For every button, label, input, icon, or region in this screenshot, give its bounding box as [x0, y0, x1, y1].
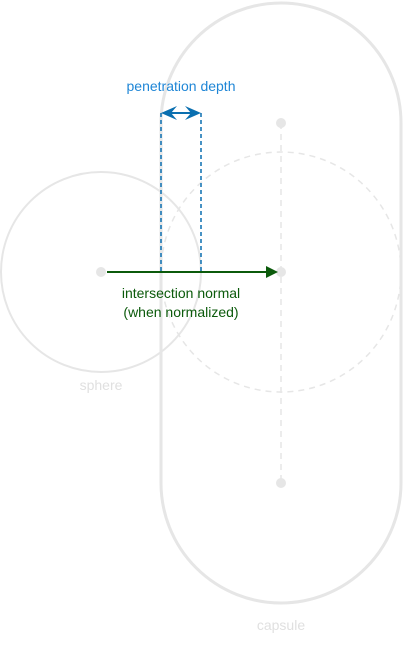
capsule-outline	[159, 1, 403, 605]
intersection-normal-sublabel: (when normalized)	[123, 304, 238, 320]
intersection-normal-label: intersection normal	[122, 285, 240, 301]
capsule-axis-bottom-point	[276, 478, 286, 488]
sphere-label: sphere	[80, 377, 123, 393]
penetration-depth-arrow	[161, 106, 201, 120]
capsule-axis-top-point	[276, 118, 286, 128]
capsule-center-point	[276, 267, 286, 277]
capsule-label: capsule	[257, 617, 305, 633]
penetration-depth-label: penetration depth	[127, 78, 236, 94]
sphere-center-point	[96, 267, 106, 277]
